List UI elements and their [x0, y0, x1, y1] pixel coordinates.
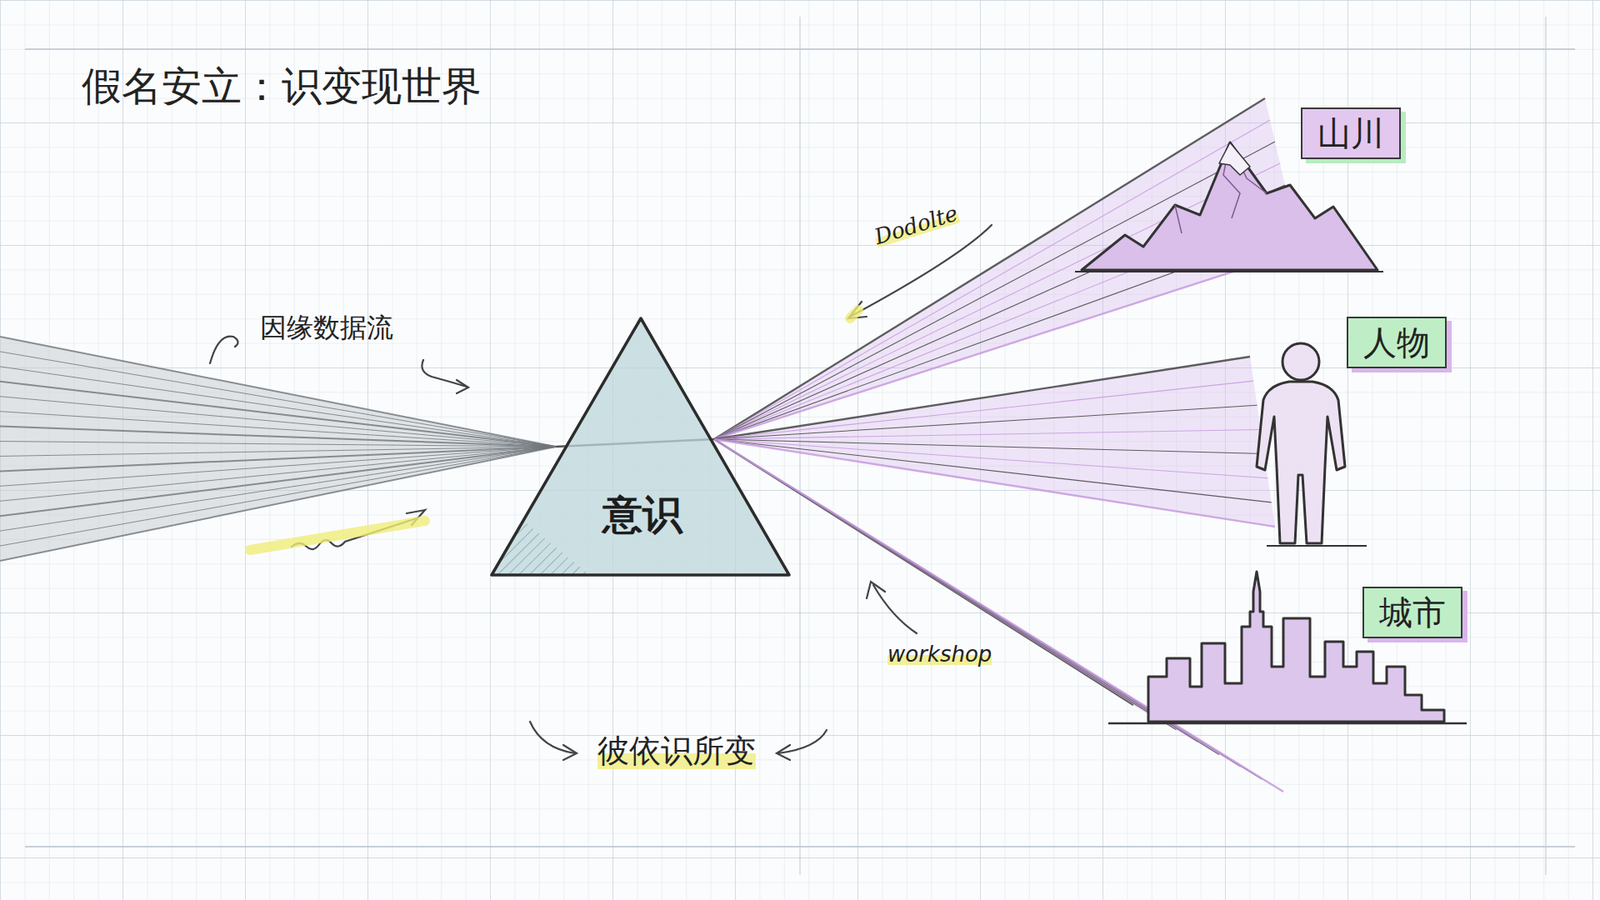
label-box: 城市	[1362, 586, 1463, 639]
mountain-figure	[1075, 142, 1384, 272]
node-text: 人物	[1363, 323, 1430, 362]
person-figure	[1256, 343, 1367, 546]
input-beam	[0, 336, 556, 561]
city-figure	[1108, 571, 1467, 724]
node-text: 意识	[602, 488, 683, 542]
label-box: 人物	[1346, 316, 1447, 369]
doodle-note: workshop	[887, 641, 992, 667]
caption-note: 彼依识所变	[597, 730, 756, 773]
prism-node: 意识	[490, 316, 791, 577]
prism-outline	[490, 316, 791, 577]
node-text: 城市	[1379, 593, 1446, 632]
doodle-arrows	[210, 225, 992, 760]
flow-label: 因缘数据流	[260, 310, 394, 347]
title: 假名安立：识变现世界	[81, 60, 482, 114]
node-text: 山川	[1317, 114, 1385, 153]
label-box: 山川	[1300, 107, 1401, 160]
